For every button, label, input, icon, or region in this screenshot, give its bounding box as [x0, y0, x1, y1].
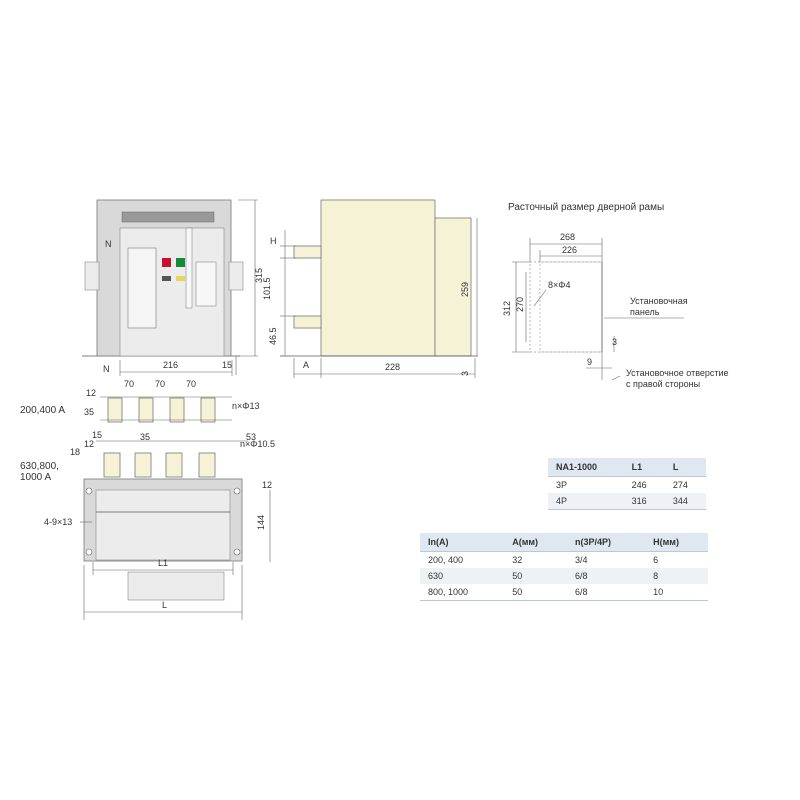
row1-dim-d: 70 [186, 379, 196, 389]
row1-dim-c: 70 [155, 379, 165, 389]
right-bracket [228, 261, 244, 291]
cutout-edge: 9 [587, 357, 592, 367]
base-holes: 4-9×13 [44, 517, 72, 527]
base-lower [127, 571, 225, 601]
table-row: 4P 316 344 [548, 493, 706, 510]
table-row: 800, 1000 50 6/8 10 [420, 584, 708, 601]
left-bracket [84, 261, 100, 291]
side-upper-dim: 101.5 [262, 277, 272, 300]
lower-terminal [293, 315, 322, 329]
t2-header-n: n(3P/4P) [567, 533, 646, 552]
front-view: N 315 216 15 [82, 199, 264, 376]
t2-header-h: H(мм) [645, 533, 708, 552]
cutout-outer-width: 268 [560, 232, 575, 242]
cutout-holes: 8×Φ4 [548, 280, 570, 290]
front-width-dim: 216 [163, 360, 178, 370]
cutout-inner-width: 226 [562, 245, 577, 255]
cutout-inner-height: 270 [515, 297, 525, 312]
row2-dim-c: 18 [70, 447, 80, 457]
door-cutout-title: Расточный размер дверной рамы [508, 202, 664, 213]
row1-dim-e: 35 [84, 407, 94, 417]
cutout-outer-height: 312 [502, 301, 512, 316]
base-l-dim: L [162, 600, 167, 610]
window [195, 261, 217, 307]
cutout-outline [529, 261, 603, 353]
terminal-view: N 200,400 A 630,800, 1000 A 12 70 70 70 … [20, 364, 275, 620]
base-l1-dim: L1 [158, 558, 168, 568]
on-button [176, 258, 185, 267]
row2-dim-f: 12 [262, 480, 272, 490]
secondary-terminal-strip [121, 211, 215, 223]
indicator-right [176, 276, 185, 281]
terminal-neutral-label: N [103, 364, 110, 374]
row2-label-1: 630,800, [20, 461, 59, 472]
hole-label-2: с правой стороны [626, 379, 700, 389]
side-body [320, 199, 436, 357]
side-back [434, 217, 472, 357]
off-button [162, 258, 171, 267]
panel-label-1: Установочная [630, 296, 688, 306]
row2-label-2: 1000 A [20, 472, 51, 483]
row2-dim-e: 53 [246, 432, 256, 442]
t2-header-in: In(A) [420, 533, 505, 552]
row2-dim-a: 15 [92, 430, 102, 440]
row1-dim-b: 70 [124, 379, 134, 389]
nameplate [127, 247, 157, 329]
handle-slot [185, 227, 193, 309]
front-neutral-label: N [105, 239, 112, 249]
model-dimension-table: NA1-1000 L1 L 3P 246 274 4P 316 344 [548, 458, 706, 510]
t1-header-model: NA1-1000 [548, 458, 624, 477]
upper-terminal [293, 245, 322, 259]
table-row: 200, 400 32 3/4 6 [428, 555, 659, 565]
base-inner [95, 489, 231, 561]
t2-header-a: A(мм) [504, 533, 568, 552]
side-depth-dim: 228 [385, 362, 400, 372]
panel-label-2: панель [630, 307, 660, 317]
indicator-left [162, 276, 171, 281]
side-h-dim: H [270, 236, 277, 246]
current-dimension-table: In(A) A(мм) n(3P/4P) H(мм) 200, 400 32 3… [420, 533, 708, 601]
front-offset-dim: 15 [222, 360, 232, 370]
hole-label-1: Установочное отверстие [626, 368, 729, 378]
row1-holes: n×Φ13 [232, 401, 259, 411]
front-height-dim: 315 [254, 268, 264, 283]
side-base-dim: 3 [460, 371, 470, 376]
side-view: H 101.5 46.5 259 A 228 3 [262, 199, 478, 378]
table-row: 630 50 6/8 8 [420, 568, 708, 584]
row2-holes: n×Φ10.5 [240, 439, 275, 449]
door-cutout: Расточный размер дверной рамы 268 226 31… [502, 202, 729, 389]
side-lower-dim: 46.5 [268, 327, 278, 345]
t1-header-l1: L1 [623, 458, 665, 477]
t1-header-l: L [664, 458, 706, 477]
row1-dim-a: 12 [86, 388, 96, 398]
base-height-dim: 144 [256, 515, 266, 530]
side-height-dim: 259 [460, 282, 470, 297]
row2-dim-d: 35 [140, 432, 150, 442]
cutout-gap: 3 [612, 337, 617, 347]
side-a-dim: A [303, 360, 309, 370]
table-row: 3P 246 274 [556, 480, 688, 490]
row2-dim-b: 12 [84, 439, 94, 449]
row1-label: 200,400 A [20, 405, 65, 416]
